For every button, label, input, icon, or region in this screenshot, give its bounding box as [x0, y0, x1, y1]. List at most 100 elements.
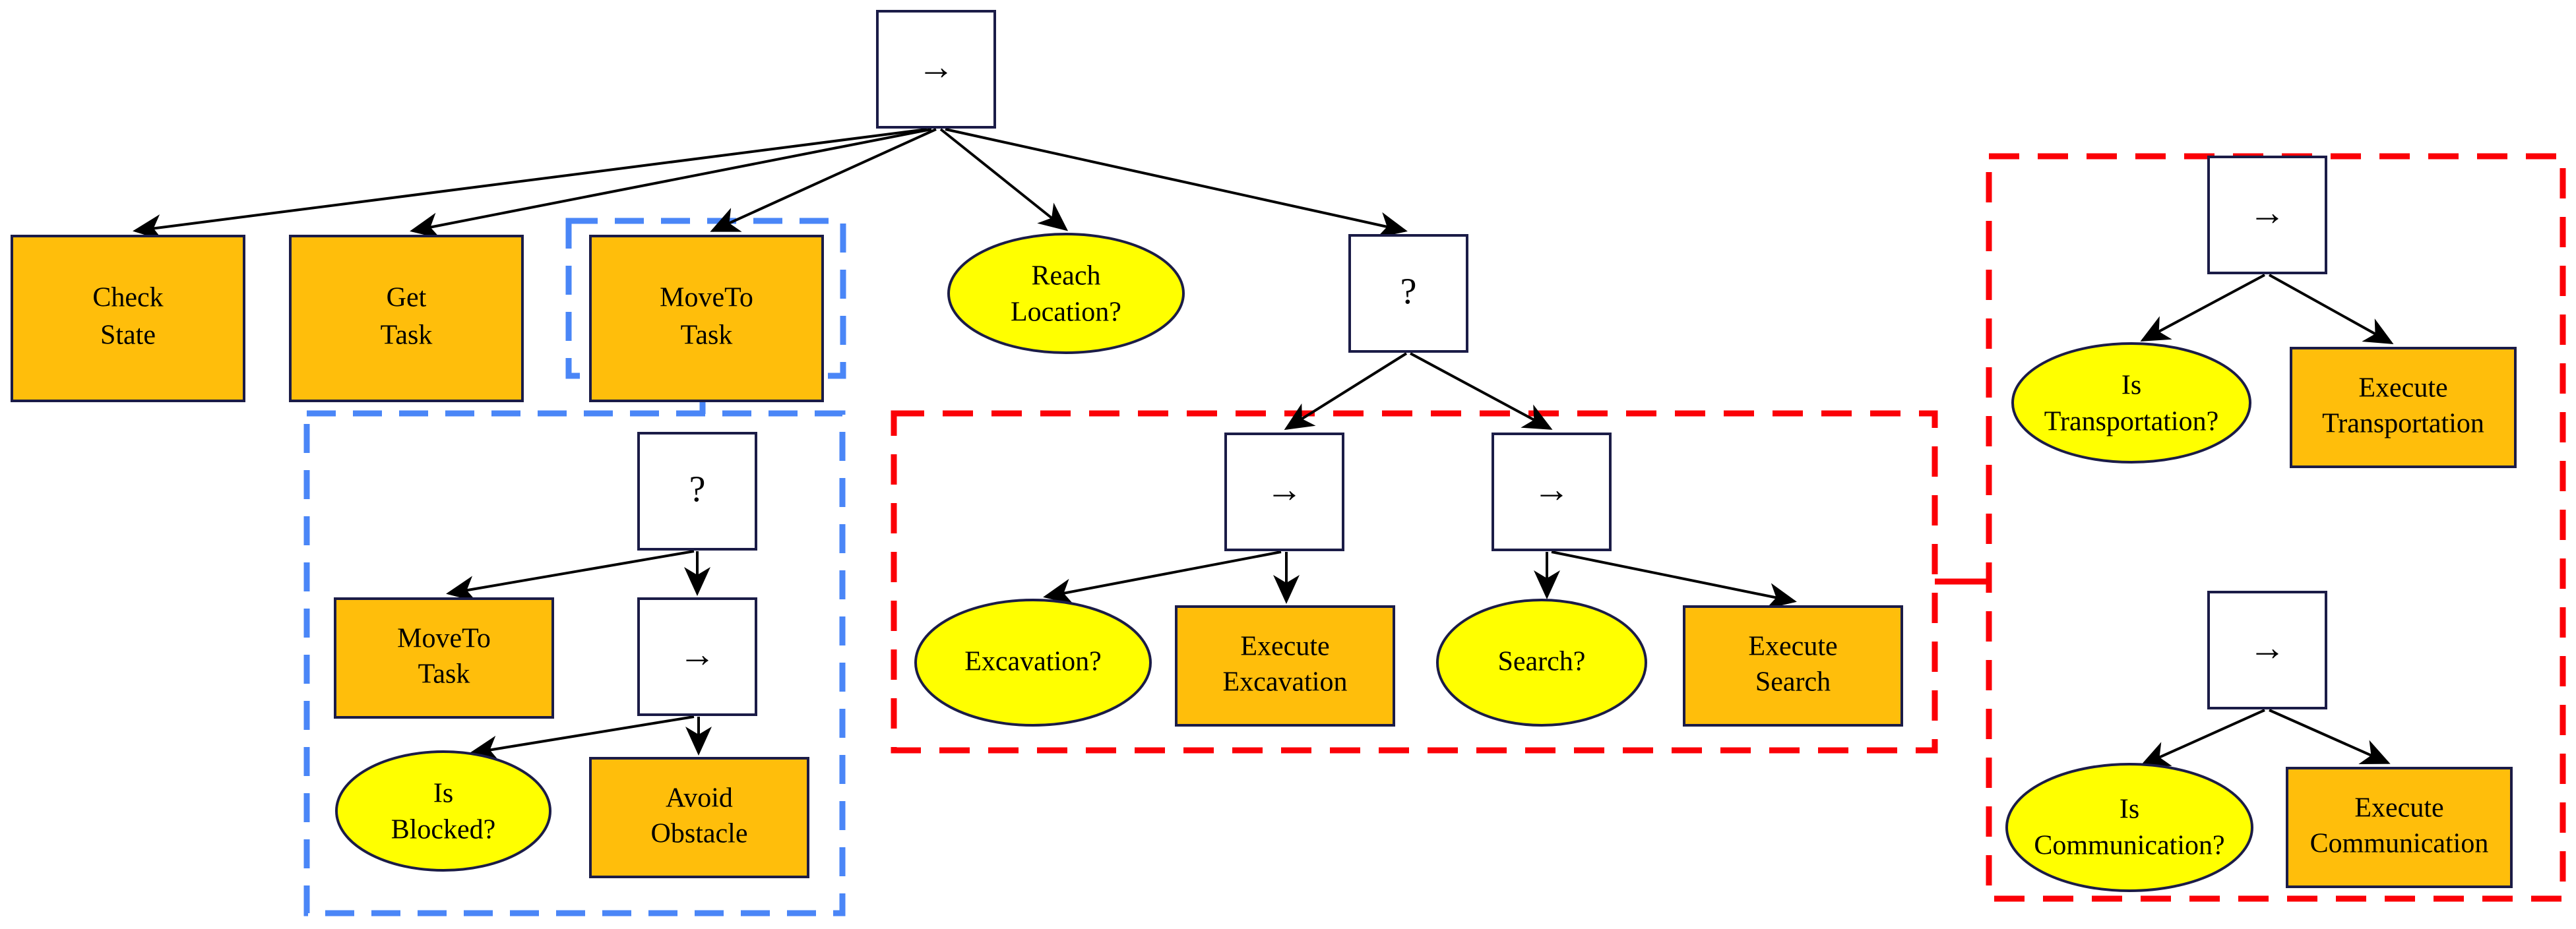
fallback-question-icon: ?: [1400, 271, 1417, 312]
excavation-condition-label: Excavation?: [964, 647, 1102, 677]
is-communication-label-line1: Is: [2120, 794, 2139, 825]
node-get-task[interactable]: Get Task: [289, 235, 524, 402]
node-root-sequence[interactable]: →: [876, 10, 996, 129]
is-transportation-label-line1: Is: [2121, 371, 2141, 401]
is-transportation-shape[interactable]: [2011, 342, 2251, 464]
node-avoid-obstacle[interactable]: Avoid Obstacle: [589, 757, 809, 878]
edge-fallback-to-search-sequence: [1410, 352, 1553, 430]
execute-excavation-label-line2: Excavation: [1223, 667, 1348, 698]
execute-transportation-label-line2: Transportation: [2322, 409, 2484, 439]
moveto-task-top-label-line2: Task: [681, 320, 733, 351]
node-excavation-sequence[interactable]: →: [1224, 433, 1344, 551]
edge-root-to-check-state: [133, 128, 927, 241]
check-state-label-line2: State: [100, 320, 156, 351]
edge-root-to-get-task: [410, 128, 932, 239]
node-is-blocked[interactable]: Is Blocked?: [335, 750, 551, 872]
subtree-moveto-task-shape[interactable]: [334, 597, 554, 719]
edge-sequence-to-is-blocked: [469, 715, 695, 762]
get-task-label-line2: Task: [381, 320, 433, 351]
edges-layer: [133, 128, 2394, 766]
execute-transportation-label-line1: Execute: [2358, 373, 2447, 404]
node-subtree-fallback[interactable]: ?: [637, 432, 757, 551]
node-is-transportation[interactable]: Is Transportation?: [2011, 342, 2251, 464]
subtree-moveto-task-label-line1: MoveTo: [397, 624, 491, 654]
node-communication-sequence[interactable]: →: [2207, 591, 2327, 709]
reach-location-label-line2: Location?: [1011, 297, 1121, 328]
edge-root-to-moveto-task: [710, 128, 937, 232]
node-moveto-task-top[interactable]: MoveTo Task: [589, 235, 824, 402]
communication-sequence-shape[interactable]: [2207, 591, 2327, 709]
sequence-arrow-icon: →: [1266, 469, 1303, 510]
node-reach-location[interactable]: Reach Location?: [947, 233, 1185, 354]
get-task-label-line1: Get: [387, 283, 427, 313]
moveto-task-top-label-line1: MoveTo: [660, 283, 753, 313]
search-condition-shape[interactable]: [1436, 599, 1647, 727]
get-task-shape[interactable]: [289, 235, 524, 402]
node-subtree-moveto-task[interactable]: MoveTo Task: [334, 597, 554, 719]
node-fallback-task[interactable]: ?: [1348, 234, 1468, 353]
edge-excavation-sequence-to-cond: [1043, 551, 1282, 605]
excavation-sequence-shape[interactable]: [1224, 433, 1344, 551]
is-transportation-label-line2: Transportation?: [2044, 407, 2218, 437]
node-is-communication[interactable]: Is Communication?: [2005, 763, 2253, 892]
edge-communication-sequence-to-cond: [2140, 709, 2265, 766]
edge-root-to-reach-location: [939, 128, 1069, 231]
execute-transportation-shape[interactable]: [2290, 347, 2517, 468]
group-box-behavior-library: [1986, 153, 2566, 902]
avoid-obstacle-label-line2: Obstacle: [651, 819, 748, 849]
is-communication-shape[interactable]: [2005, 763, 2253, 892]
node-transportation-sequence[interactable]: →: [2207, 156, 2327, 274]
execute-communication-shape[interactable]: [2286, 767, 2513, 888]
edge-search-sequence-to-execute: [1551, 551, 1797, 609]
node-subtree-sequence[interactable]: →: [637, 597, 757, 716]
search-sequence-shape[interactable]: [1492, 433, 1612, 551]
execute-search-label-line2: Search: [1755, 667, 1831, 698]
check-state-shape[interactable]: [11, 235, 245, 402]
edge-fallback-to-excavation-sequence: [1284, 352, 1408, 431]
sequence-arrow-icon: →: [679, 634, 716, 675]
fallback-task-shape[interactable]: [1348, 234, 1468, 353]
node-execute-search[interactable]: Execute Search: [1683, 605, 1903, 727]
reach-location-label-line1: Reach: [1032, 261, 1101, 291]
avoid-obstacle-shape[interactable]: [589, 757, 809, 878]
is-blocked-label-line1: Is: [433, 779, 453, 809]
node-search-sequence[interactable]: →: [1492, 433, 1612, 551]
subtree-sequence-shape[interactable]: [637, 597, 757, 716]
moveto-task-top-shape[interactable]: [589, 235, 824, 402]
search-condition-label: Search?: [1498, 647, 1586, 677]
execute-excavation-shape[interactable]: [1175, 605, 1395, 727]
execute-excavation-label-line1: Execute: [1240, 632, 1329, 662]
execute-search-label-line1: Execute: [1748, 632, 1837, 662]
check-state-label-line1: Check: [92, 283, 163, 313]
edge-subfallback-to-moveto-task: [446, 550, 695, 602]
node-execute-communication[interactable]: Execute Communication: [2286, 767, 2513, 888]
reach-location-shape[interactable]: [947, 233, 1185, 354]
sequence-arrow-icon: →: [2249, 628, 2286, 669]
node-excavation-condition[interactable]: Excavation?: [914, 599, 1152, 727]
node-check-state[interactable]: Check State: [11, 235, 245, 402]
is-communication-label-line2: Communication?: [2034, 831, 2224, 861]
subtree-moveto-task-label-line2: Task: [418, 659, 470, 690]
edge-transportation-sequence-to-execute: [2269, 274, 2394, 344]
sequence-arrow-icon: →: [918, 47, 955, 88]
group-box-task-execution: [891, 410, 1938, 754]
node-search-condition[interactable]: Search?: [1436, 599, 1647, 727]
is-blocked-shape[interactable]: [335, 750, 551, 872]
execute-communication-label-line1: Execute: [2354, 793, 2443, 824]
subtree-fallback-shape[interactable]: [637, 432, 757, 551]
edge-communication-sequence-to-execute: [2269, 709, 2391, 765]
edge-root-to-fallback-task: [945, 128, 1408, 238]
sequence-arrow-icon: →: [1533, 469, 1570, 510]
execute-search-shape[interactable]: [1683, 605, 1903, 727]
execute-communication-label-line2: Communication: [2310, 829, 2489, 859]
edge-transportation-sequence-to-cond: [2140, 274, 2265, 342]
root-sequence-shape[interactable]: [876, 10, 996, 129]
fallback-question-icon: ?: [689, 469, 706, 510]
excavation-condition-shape[interactable]: [914, 599, 1152, 727]
node-execute-excavation[interactable]: Execute Excavation: [1175, 605, 1395, 727]
node-execute-transportation[interactable]: Execute Transportation: [2290, 347, 2517, 468]
transportation-sequence-shape[interactable]: [2207, 156, 2327, 274]
group-box-moveto-subtree: [303, 410, 846, 916]
